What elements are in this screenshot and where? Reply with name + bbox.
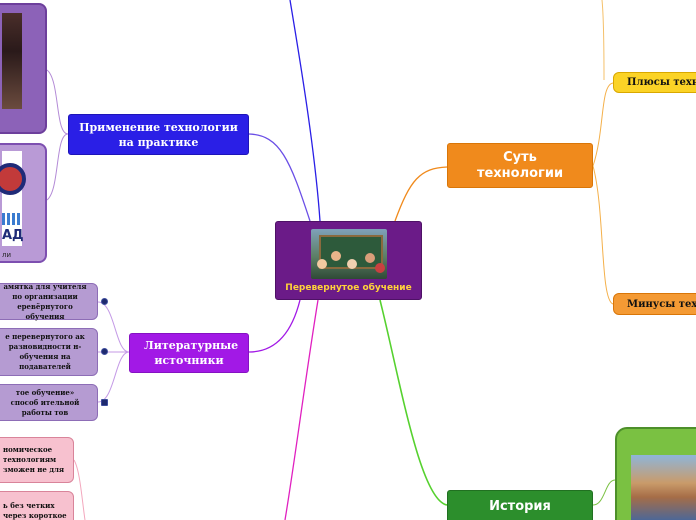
note-item-text: ь без четких через короткое <box>3 501 67 520</box>
branch-practice[interactable]: Применение технологии на практике <box>68 114 249 155</box>
subtopic-pluses-label: Плюсы технологии <box>627 77 696 88</box>
literature-item[interactable]: тое обучение» способ ительной работы тов <box>0 384 98 421</box>
logo-text: АД <box>2 228 24 243</box>
literature-item[interactable]: е перевернутого ак разновидности н-обуче… <box>0 328 98 376</box>
central-topic-image <box>310 228 387 279</box>
central-topic[interactable]: Перевернутое обучение <box>275 221 422 300</box>
practice-photo-card-1[interactable] <box>0 3 47 134</box>
history-photo <box>631 455 696 520</box>
subtopic-minuses-label: Минусы технологии <box>627 298 696 310</box>
literature-item-text: е перевернутого ак разновидности н-обуче… <box>5 332 85 371</box>
practice-card-2-caption: ли <box>2 251 12 259</box>
history-photo-card[interactable] <box>615 427 696 520</box>
central-topic-label: Перевернутое обучение <box>285 282 412 293</box>
building-icon <box>2 213 22 225</box>
branch-history-label: История <box>489 499 551 514</box>
branch-literature-label: Литературные источники <box>144 339 239 367</box>
note-item[interactable]: номическое технологиям зможен не для <box>0 437 74 483</box>
practice-photo-card-2[interactable]: АД ли <box>0 143 47 263</box>
link-attachment-icon[interactable] <box>101 399 108 406</box>
branch-history[interactable]: История <box>447 490 593 520</box>
link-attachment-icon[interactable] <box>101 298 108 305</box>
practice-photo-1 <box>2 13 22 109</box>
emblem-logo <box>0 163 26 195</box>
practice-photo-2: АД <box>0 151 26 246</box>
branch-essence-label: Суть технологии <box>476 149 564 181</box>
subtopic-minuses[interactable]: Минусы технологии <box>613 293 696 315</box>
branch-literature[interactable]: Литературные источники <box>129 333 249 373</box>
note-item[interactable]: ь без четких через короткое <box>0 491 74 520</box>
branch-essence[interactable]: Суть технологии <box>447 143 593 188</box>
subtopic-pluses[interactable]: Плюсы технологии <box>613 72 696 93</box>
branch-practice-label: Применение технологии на практике <box>79 120 238 149</box>
literature-item[interactable]: амятка для учителя по организации еревёр… <box>0 281 98 321</box>
literature-item-text: тое обучение» способ ительной работы тов <box>10 387 80 417</box>
note-item-text: номическое технологиям зможен не для <box>3 445 65 474</box>
literature-item-text: амятка для учителя по организации еревёр… <box>3 281 87 321</box>
link-attachment-icon[interactable] <box>101 348 108 355</box>
